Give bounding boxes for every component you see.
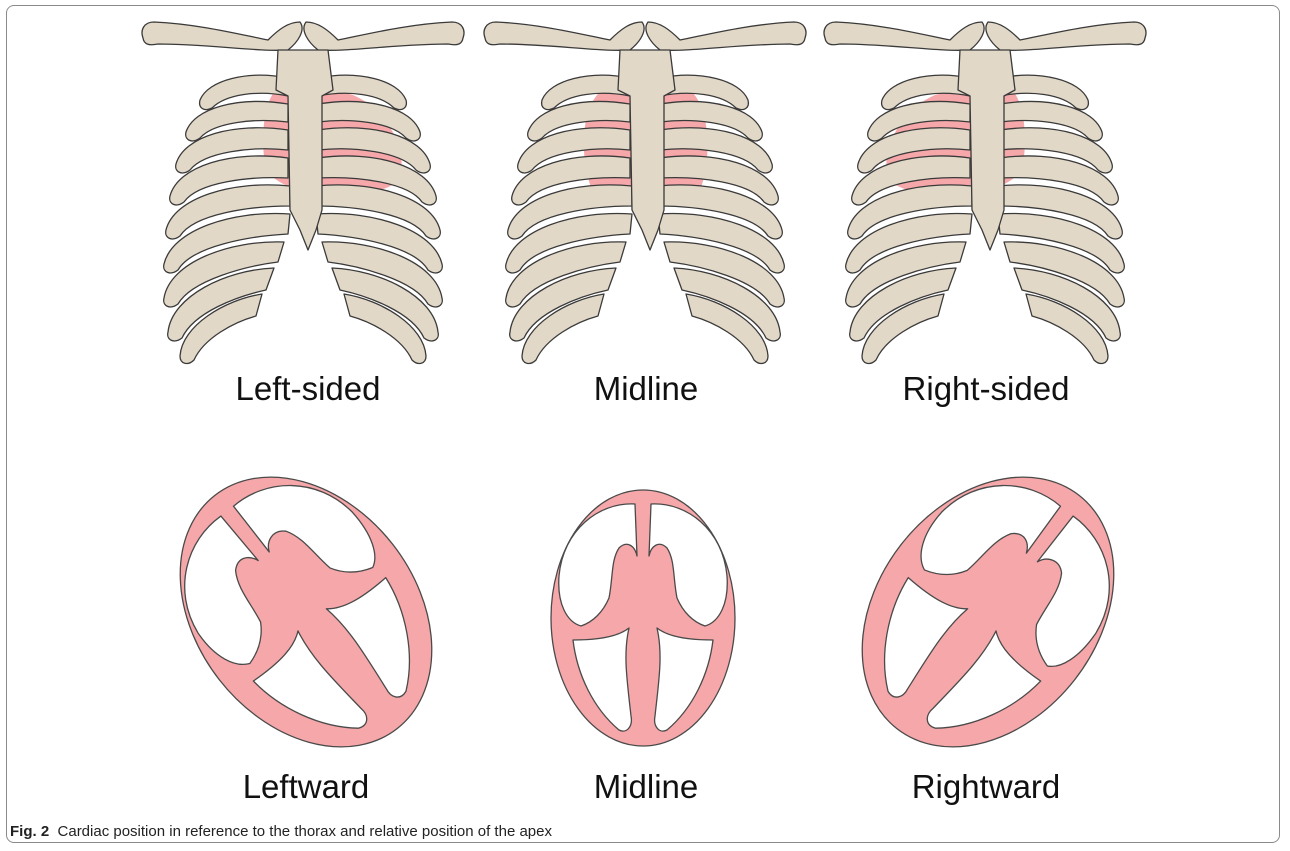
caption-text: Cardiac position in reference to the tho…: [58, 823, 552, 840]
heart-leftward: [128, 428, 484, 797]
thorax-right-sided: [824, 22, 1146, 363]
label-right-sided: Right-sided: [903, 370, 1070, 407]
heart-midline: [551, 490, 735, 746]
thorax-midline: [484, 22, 806, 363]
caption-label: Fig. 2: [10, 823, 49, 840]
label-midline-thorax: Midline: [594, 370, 699, 407]
label-left-sided: Left-sided: [236, 370, 381, 407]
label-leftward: Leftward: [243, 768, 370, 805]
thorax-left-sided: [142, 22, 464, 363]
figure-caption: Fig. 2 Cardiac position in reference to …: [10, 823, 552, 840]
label-rightward: Rightward: [912, 768, 1061, 805]
heart-rightward: [810, 428, 1166, 797]
label-midline-heart: Midline: [594, 768, 699, 805]
